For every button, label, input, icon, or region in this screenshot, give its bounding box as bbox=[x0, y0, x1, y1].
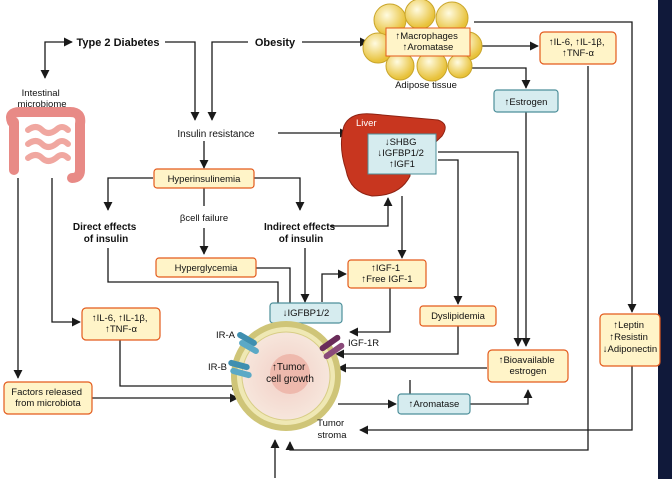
adipose-tissue-label: Adipose tissue bbox=[395, 80, 457, 91]
hyperglycemia-box bbox=[155, 257, 257, 278]
arrow-obesity-insulin-resistance bbox=[207, 41, 248, 121]
beta-cell-bg bbox=[172, 209, 236, 225]
igfbp-box bbox=[269, 302, 343, 324]
arrow-indirect-liver bbox=[330, 197, 393, 227]
obesity-label: Obesity bbox=[255, 37, 296, 49]
arrow-igfbp-igf1 bbox=[321, 269, 347, 302]
indirect-effects-label: Indirect effects of insulin bbox=[264, 222, 338, 245]
insulin-resistance-label: Insulin resistance bbox=[177, 129, 255, 140]
arrow-gut-cytokines-cell bbox=[119, 340, 241, 391]
hyperinsulinemia-label: Hyperinsulinemia bbox=[168, 174, 242, 185]
aromatase-label: ↑Aromatase bbox=[409, 399, 460, 410]
arrow-microbiome-cytokines bbox=[51, 178, 81, 327]
tumor-nucleus bbox=[270, 354, 310, 394]
cytokines-adipose-text: ↑IL-6, ↑IL-1β, ↑TNF-α bbox=[549, 37, 607, 59]
cytokines-gut-box bbox=[81, 307, 161, 341]
liver-label: Liver bbox=[356, 118, 377, 129]
estrogen-label: ↑Estrogen bbox=[505, 97, 548, 108]
arrow-direct-cell bbox=[107, 248, 283, 313]
aromatase-box bbox=[397, 393, 471, 415]
hyperinsulinemia-box bbox=[153, 168, 255, 189]
bioavailable-estrogen-text: ↑Bioavailable estrogen bbox=[499, 355, 558, 377]
leptin-box-text: ↑Leptin ↑Resistin ↓Adiponectin bbox=[603, 320, 657, 355]
liver-box bbox=[367, 133, 437, 175]
arrow-adipose-estrogen bbox=[470, 67, 531, 89]
arrow-igf1-receptor bbox=[349, 288, 391, 337]
arrow-liver-dyslipidemia bbox=[438, 159, 463, 305]
arrow-adipose-leptin bbox=[474, 21, 637, 313]
hyperglycemia-label: Hyperglycemia bbox=[175, 263, 239, 274]
igf1-box bbox=[347, 259, 427, 289]
factors-microbiota-text: Factors released from microbiota bbox=[11, 387, 84, 409]
arrow-aromatase-bioavailable bbox=[470, 389, 533, 405]
arrow-cytokines-cell bbox=[285, 66, 589, 451]
microbiome-label: Intestinal microbiome bbox=[17, 88, 66, 110]
tumor-growth-text: ↑Tumor cell growth bbox=[266, 362, 314, 385]
arrow-dyslipidemia-cell bbox=[335, 326, 459, 359]
dyslipidemia-label: Dyslipidemia bbox=[431, 311, 486, 322]
direct-effects-label: Direct effects of insulin bbox=[73, 222, 139, 245]
igf-1r-receptor-icon bbox=[319, 334, 345, 360]
arrow-hyperinsulinemia-indirect bbox=[254, 177, 305, 211]
intestine-icon bbox=[6, 107, 86, 183]
cytokines-gut-text: ↑IL-6, ↑IL-1β, ↑TNF-α bbox=[92, 313, 150, 335]
arrow-liver-bioavailable-estrogen bbox=[438, 151, 523, 347]
arrow-hyperglycemia-cell bbox=[256, 267, 295, 313]
liver-box-text: ↓SHBG ↓IGFBP1/2 ↑IGF1 bbox=[377, 137, 426, 170]
ir-b-receptor-icon bbox=[228, 359, 252, 379]
cytokines-adipose-box bbox=[539, 31, 617, 65]
arrow-leptin-stroma bbox=[359, 366, 633, 435]
adipose-box bbox=[385, 27, 471, 57]
type2-diabetes-label: Type 2 Diabetes bbox=[77, 37, 160, 49]
leptin-box bbox=[599, 313, 661, 367]
arrow-hyperinsulinemia-direct bbox=[103, 177, 153, 211]
adipose-box-text: ↑Macrophages ↑Aromatase bbox=[396, 31, 461, 53]
beta-cell-failure-label: βcell failure bbox=[180, 213, 228, 224]
ir-b-label: IR-B bbox=[208, 362, 227, 373]
ir-a-label: IR-A bbox=[216, 330, 236, 341]
factors-microbiota-box bbox=[3, 381, 93, 415]
igf-1r-label: IGF-1R bbox=[348, 338, 379, 349]
arrow-diabetes-microbiome bbox=[40, 37, 73, 79]
connector-lines bbox=[13, 21, 637, 478]
estrogen-box bbox=[493, 89, 559, 113]
dyslipidemia-box bbox=[419, 305, 497, 327]
arrow-diabetes-insulin-resistance bbox=[165, 41, 200, 121]
igf1-text: ↑IGF-1 ↑Free IGF-1 bbox=[361, 263, 412, 285]
igfbp-label: ↓IGFBP1/2 bbox=[283, 308, 329, 319]
bioavailable-estrogen-box bbox=[487, 349, 569, 383]
tumor-stroma-label: Tumor stroma bbox=[317, 418, 347, 441]
ir-a-receptor-icon bbox=[237, 332, 259, 354]
